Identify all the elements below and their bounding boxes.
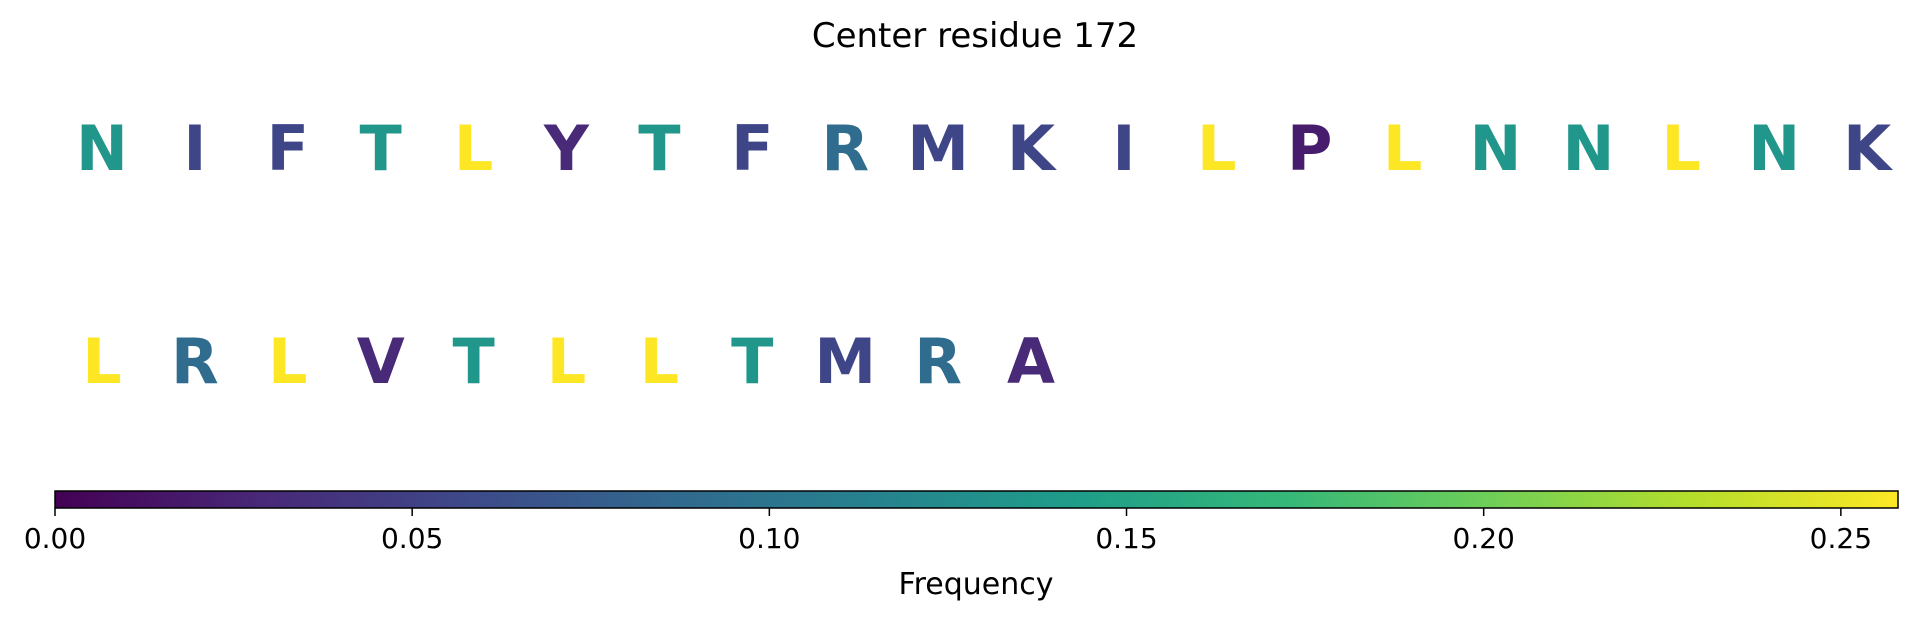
residue-letter: N — [1562, 112, 1614, 185]
residue-letter: I — [1112, 112, 1135, 185]
colorbar-tick-label: 0.15 — [1095, 522, 1157, 555]
residue-letter: R — [914, 325, 962, 398]
colorbar-ticks: 0.00 0.05 0.10 0.15 0.20 0.25 — [24, 508, 1872, 555]
residue-letter: M — [907, 112, 969, 185]
residue-letter: L — [454, 112, 494, 185]
residue-letter: V — [357, 325, 405, 398]
colorbar — [54, 490, 1899, 509]
residue-letter: L — [1383, 112, 1423, 185]
residue-letter: K — [1843, 112, 1893, 185]
residue-letter: L — [640, 325, 680, 398]
residue-letter: R — [171, 325, 219, 398]
residue-letter: N — [1470, 112, 1522, 185]
colorbar-tick-label: 0.05 — [381, 522, 443, 555]
residue-letter: T — [452, 325, 494, 398]
colorbar-tick-label: 0.25 — [1810, 522, 1872, 555]
colorbar-label: Frequency — [899, 567, 1054, 602]
residue-letter: M — [814, 325, 876, 398]
residue-letter: F — [731, 112, 773, 185]
residue-letter: T — [638, 112, 680, 185]
residue-letter: K — [1007, 112, 1057, 185]
colorbar-tick-label: 0.10 — [738, 522, 800, 555]
colorbar-tick-label: 0.20 — [1453, 522, 1515, 555]
residue-letter: T — [360, 112, 402, 185]
residue-letter: L — [1197, 112, 1237, 185]
residue-letter: P — [1287, 112, 1332, 185]
residue-letter: A — [1007, 325, 1055, 398]
residue-letter: R — [821, 112, 869, 185]
colorbar-tick-label: 0.00 — [24, 522, 86, 555]
residue-letter: Y — [543, 112, 590, 185]
residue-letter: I — [183, 112, 206, 185]
residue-letter: L — [547, 325, 587, 398]
residue-letter: L — [82, 325, 122, 398]
residue-letter: F — [267, 112, 309, 185]
residue-letter: N — [76, 112, 128, 185]
residue-letter: T — [731, 325, 773, 398]
residue-letter: L — [268, 325, 308, 398]
residue-letter: L — [1662, 112, 1702, 185]
chart-title: Center residue 172 — [812, 16, 1138, 56]
residue-letter: N — [1748, 112, 1800, 185]
